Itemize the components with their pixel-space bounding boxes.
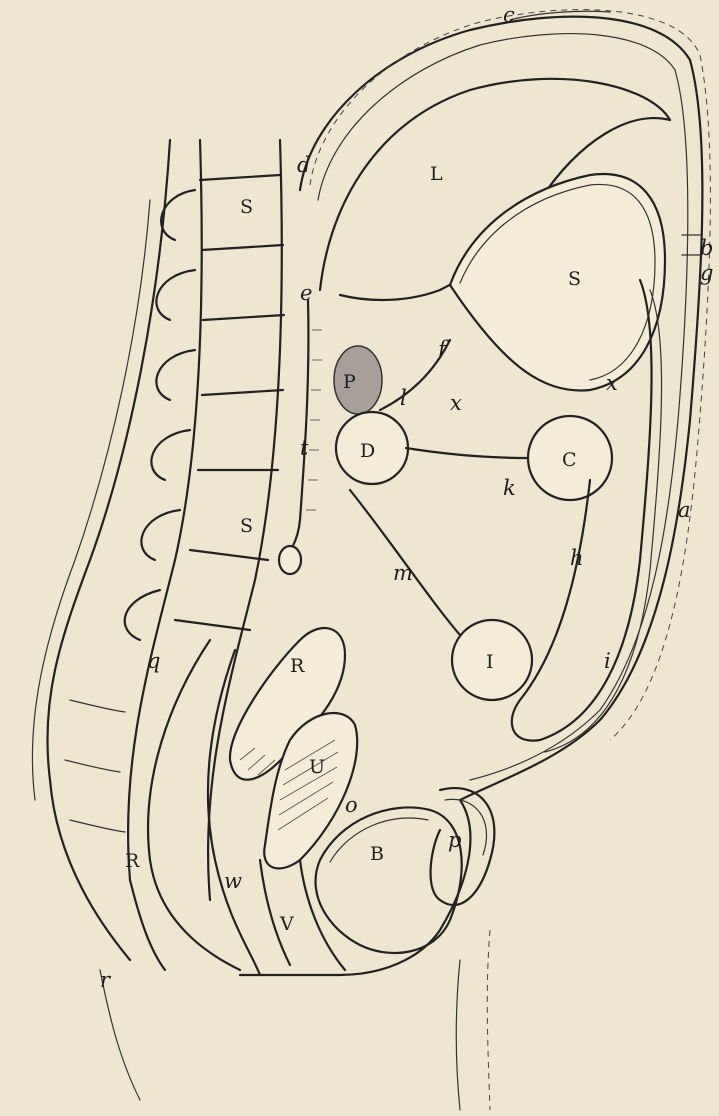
label-s-lower: S (240, 515, 253, 537)
label-I: I (486, 651, 494, 673)
label-x-right: x (606, 371, 618, 395)
label-R-upper: R (290, 655, 305, 677)
label-L: L (430, 163, 443, 185)
label-o: o (345, 793, 358, 817)
label-c: c (503, 3, 515, 27)
label-S-stomach: S (568, 268, 581, 290)
label-U: U (309, 756, 325, 778)
label-P-pancreas: P (343, 371, 356, 393)
label-a: a (678, 498, 691, 522)
back-contour (47, 140, 170, 960)
label-S-upper: S (240, 196, 253, 218)
stomach (450, 174, 665, 390)
label-p: p (448, 828, 461, 852)
label-h: h (570, 546, 584, 570)
back-contour-outer (32, 200, 150, 800)
label-b: b (700, 236, 713, 260)
label-D: D (360, 440, 375, 462)
rectum-lower (148, 640, 240, 970)
label-m: m (393, 561, 413, 585)
label-V: V (279, 913, 294, 935)
vessel-lumen (279, 546, 301, 574)
label-k: k (503, 476, 516, 500)
label-R-lower: R (125, 850, 140, 872)
thigh-anterior (456, 960, 460, 1110)
label-i: i (604, 649, 611, 673)
mesocolon-k (406, 448, 528, 458)
label-t: t (300, 436, 309, 460)
label-B: B (370, 843, 384, 865)
label-e: e (300, 281, 312, 305)
label-q: q (147, 649, 160, 673)
label-r: r (100, 968, 112, 992)
label-x-left: x (450, 391, 462, 415)
spinal-column (65, 140, 284, 970)
label-f: f (436, 337, 449, 361)
label-d: d (297, 153, 310, 177)
label-g: g (700, 261, 713, 285)
label-C: C (562, 449, 577, 471)
pancreas (334, 346, 382, 414)
fold-t (280, 300, 308, 560)
label-l: l (400, 386, 407, 410)
label-w: w (224, 869, 242, 893)
